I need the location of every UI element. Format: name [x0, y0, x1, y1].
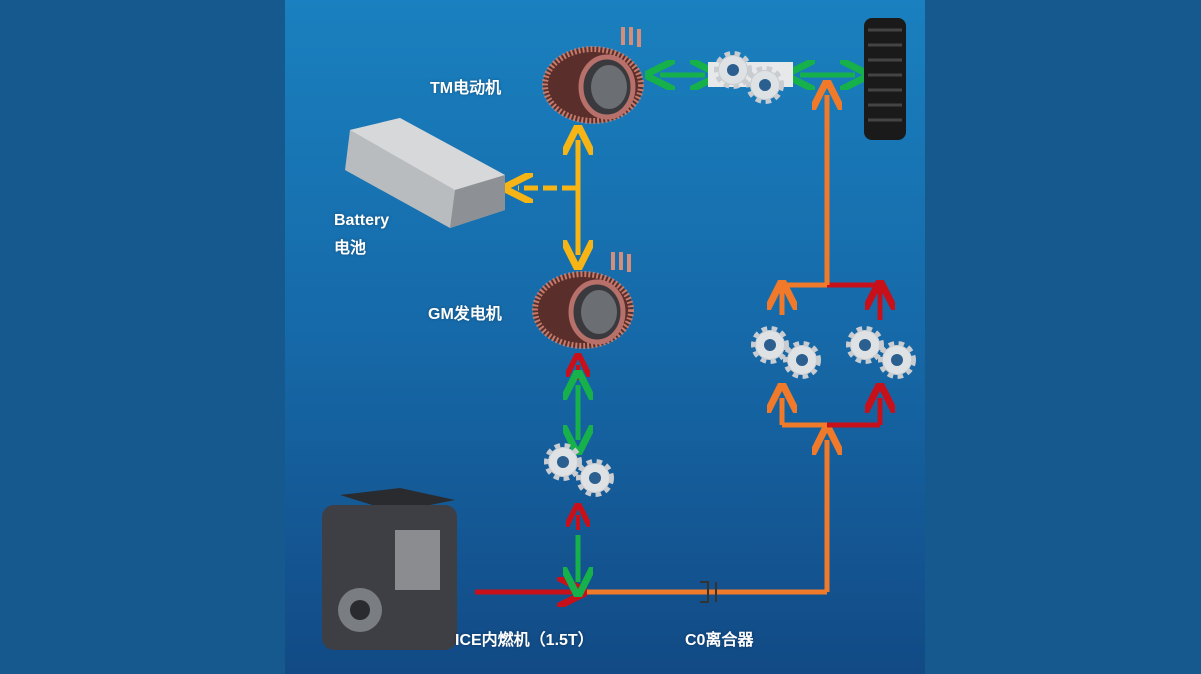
- tm-motor-image: [543, 27, 643, 123]
- gm-generator-image: [533, 252, 633, 348]
- ice-engine-image: [322, 488, 457, 650]
- battery-label-cn: 电池: [334, 240, 367, 257]
- gearset-icon: [548, 447, 610, 493]
- tm-motor-label: TM电动机: [430, 80, 502, 97]
- mechanical-path: [475, 95, 880, 592]
- gearset-icon: [755, 330, 817, 375]
- tire-icon: [864, 18, 906, 140]
- gearset-icon: [708, 55, 793, 100]
- gearset-icon: [850, 330, 912, 375]
- electric-path: [518, 140, 578, 255]
- battery-image: [345, 118, 505, 228]
- ice-engine-label: ICE内燃机（1.5T）: [455, 632, 594, 649]
- clutch-label: C0离合器: [685, 632, 754, 649]
- battery-label: Battery: [334, 212, 390, 229]
- green-power-path: [578, 75, 855, 582]
- clutch-c0-icon: [700, 581, 717, 603]
- gm-generator-label: GM发电机: [428, 306, 502, 323]
